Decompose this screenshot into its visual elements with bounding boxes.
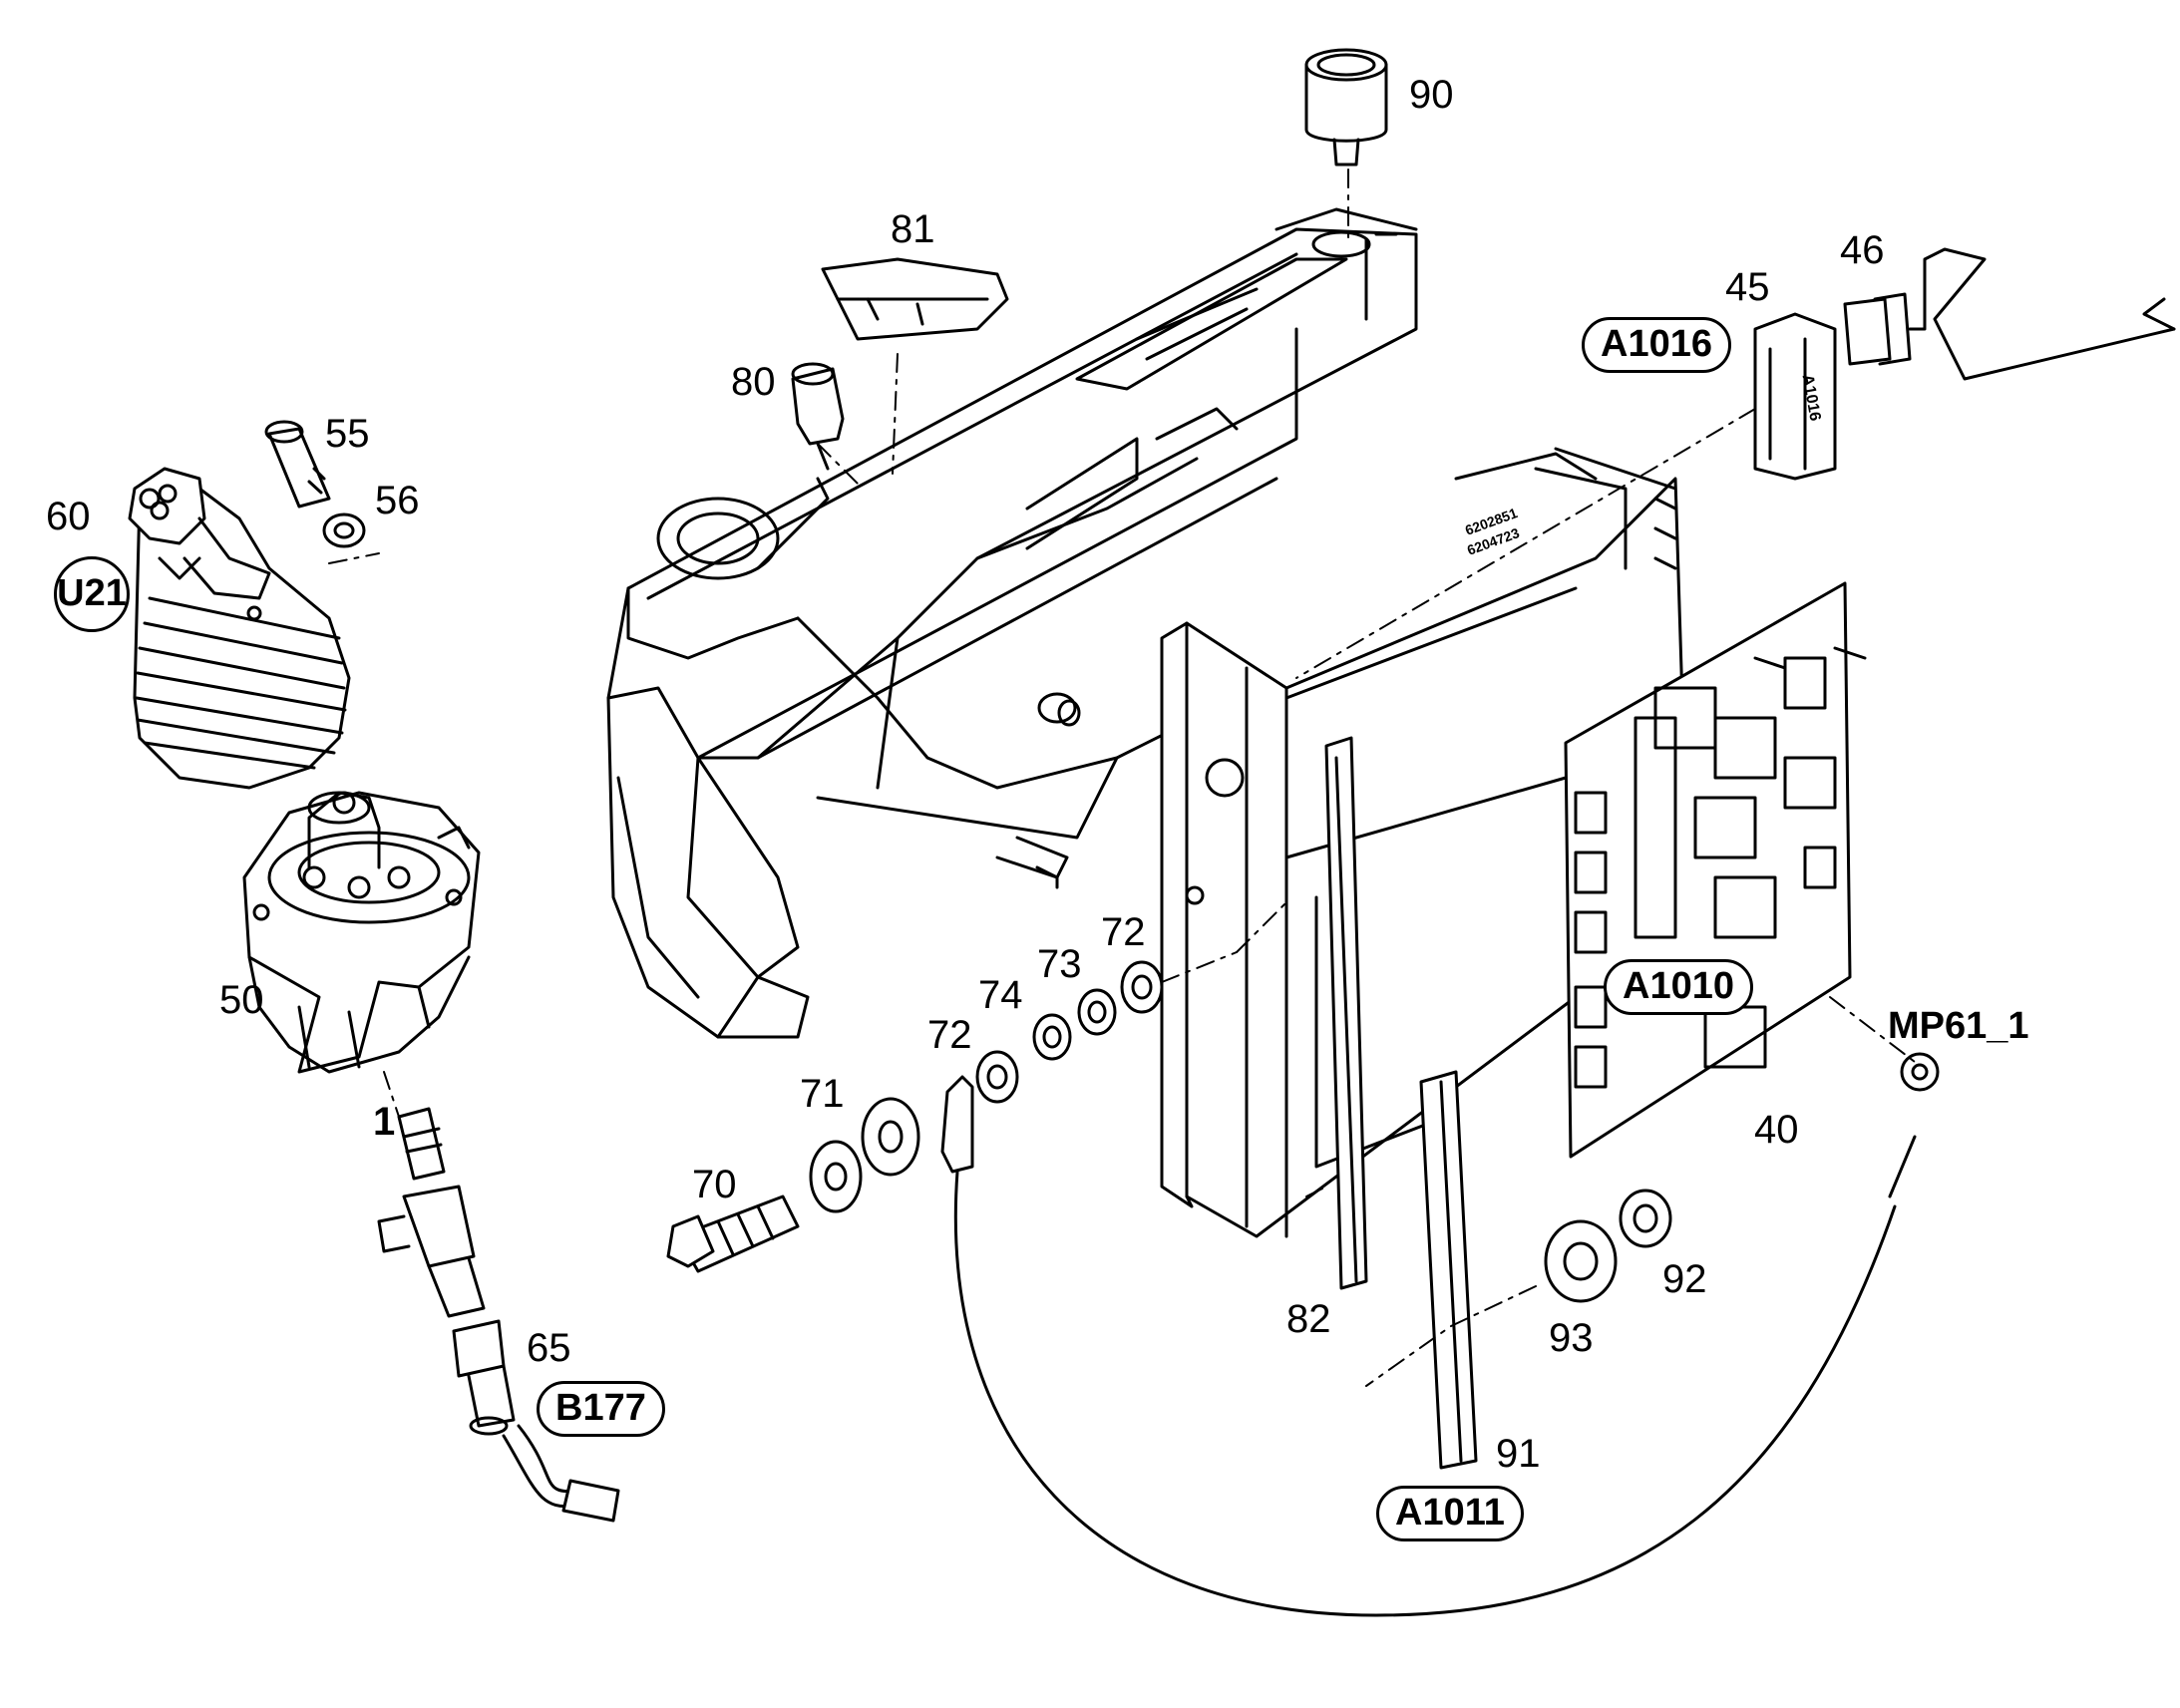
assembly-lines (328, 169, 1916, 1387)
tag-a1016: A1016 (1582, 317, 1731, 373)
ground-cable (940, 1052, 1940, 1617)
callout-73: 73 (1037, 942, 1082, 986)
terminal-strip (1419, 1070, 1478, 1470)
callout-72-upper: 72 (1101, 910, 1146, 954)
callout-72-lower: 72 (927, 1013, 972, 1057)
screw-and-washer (264, 420, 366, 548)
callout-60: 60 (46, 495, 91, 538)
callout-65: 65 (527, 1326, 571, 1370)
tag-a1010: A1010 (1604, 959, 1753, 1015)
fasteners (666, 960, 1672, 1303)
callout-71: 71 (800, 1072, 845, 1116)
tag-mp61-1: MP61_1 (1888, 1005, 2029, 1047)
callout-74: 74 (978, 973, 1023, 1017)
tag-b177: B177 (537, 1381, 665, 1437)
socket-and-cover (791, 257, 1009, 471)
fittings-and-pressure-switch (377, 1107, 620, 1523)
callout-91: 91 (1496, 1432, 1541, 1476)
callout-56: 56 (375, 479, 420, 522)
callout-70: 70 (692, 1163, 737, 1206)
callout-80: 80 (731, 360, 776, 404)
callout-1: 1 (373, 1100, 396, 1144)
pilot-valve (242, 791, 481, 1074)
callout-46: 46 (1840, 228, 1885, 272)
hour-meter (1304, 48, 1388, 167)
callout-93: 93 (1549, 1316, 1594, 1360)
mounting-strip (1324, 736, 1368, 1290)
callout-82: 82 (1286, 1297, 1331, 1341)
callout-50: 50 (219, 978, 264, 1022)
callout-40: 40 (1754, 1108, 1799, 1152)
tag-a1011: A1011 (1376, 1486, 1524, 1541)
callout-55: 55 (325, 412, 370, 456)
callout-81: 81 (891, 207, 935, 251)
callout-45: 45 (1725, 265, 1770, 309)
relay-base-and-cable (1753, 247, 2176, 481)
tag-u21: U21 (54, 556, 130, 632)
console-frame (606, 207, 1418, 1039)
callout-92: 92 (1662, 1257, 1707, 1301)
joystick-grip-and-boot (128, 467, 351, 790)
callout-90: 90 (1409, 73, 1454, 117)
